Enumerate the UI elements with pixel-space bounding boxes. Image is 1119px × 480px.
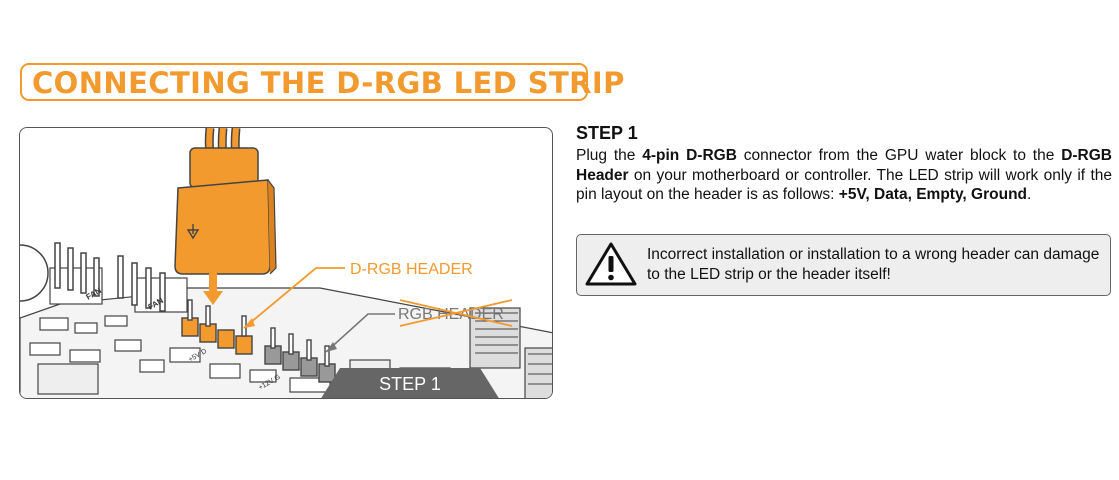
illustration-panel: FAN FAN [19,127,553,399]
fan-header-2: FAN [117,255,188,313]
step-badge-label: STEP 1 [379,374,441,394]
heatsink [475,312,552,385]
step-text: . [1027,186,1032,203]
step-badge [321,368,499,398]
step-text: on your motherboard or controller. The L… [576,166,1112,204]
rgb-callout-line [325,313,395,353]
step-emphasis: +5V, Data, Empty, Ground [838,186,1027,203]
warning-box: Incorrect installation or installation t… [576,234,1111,296]
down-arrow-icon [186,224,200,240]
cross-out-mark [399,299,513,327]
step-emphasis: 4-pin D-RGB [642,147,737,164]
step-text: Plug the [576,147,643,164]
drgb-callout-line [243,267,345,329]
warning-text: Incorrect installation or installation t… [647,246,1100,283]
step-heading: STEP 1 [576,123,638,143]
step-text: connector from the GPU water block to th… [736,147,1062,164]
drgb-header-label: D-RGB HEADER [350,261,473,278]
insert-arrow [203,273,223,305]
step-emphasis: D-RGB Header [576,147,1113,184]
step-instructions: Plug the 4-pin D-RGB connector from the … [576,146,1112,205]
motherboard-illustration: FAN FAN [20,128,552,398]
title-box: CONNECTING THE D-RGB LED STRIP [20,63,624,101]
page-title: CONNECTING THE D-RGB LED STRIP [32,66,625,100]
led-connector [174,128,277,275]
warning-triangle-icon [585,242,637,286]
board-capacitor [20,244,49,302]
fan-header-1: FAN [49,242,103,305]
